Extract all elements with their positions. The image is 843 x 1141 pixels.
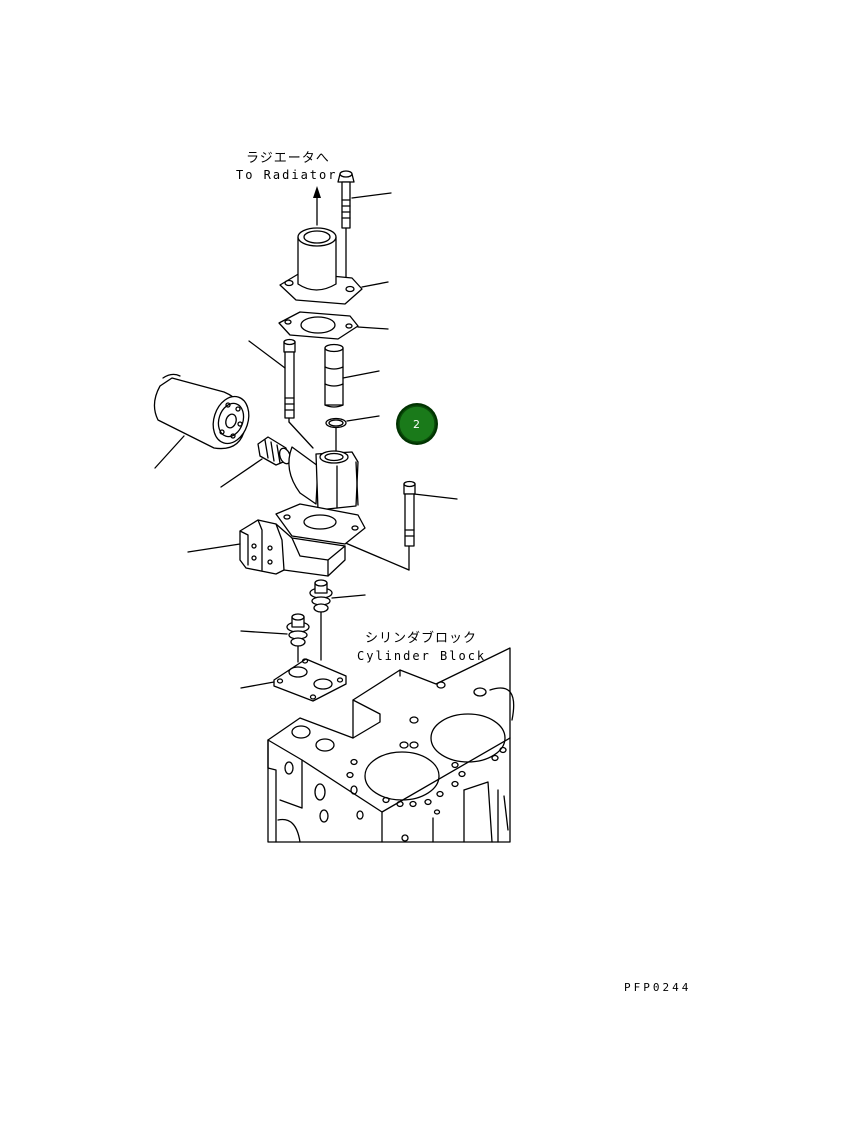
callout-2[interactable]: 2 — [396, 403, 438, 445]
upper-thermostat — [309, 579, 333, 661]
sleeve-pipe — [324, 343, 344, 408]
label-cylinder-jp: シリンダブロック — [365, 630, 477, 646]
top-bolt — [337, 170, 355, 283]
o-ring — [325, 417, 347, 453]
leader-left-bolt — [248, 340, 286, 369]
thermostat-housing — [239, 503, 366, 577]
callout-2-number: 2 — [413, 418, 420, 431]
lower-thermostat — [286, 613, 310, 663]
leader-lower-thermostat — [240, 630, 288, 635]
leader-o-ring — [346, 415, 380, 422]
leader-filter — [154, 435, 185, 469]
cylinder-block — [267, 647, 515, 843]
leader-upper-thermostat — [331, 594, 366, 599]
oil-filter — [153, 373, 250, 450]
leader-lower-gasket — [240, 681, 275, 689]
leader-top-bolt — [351, 192, 392, 199]
label-radiator-en: To Radiator — [236, 168, 337, 182]
left-bolt — [283, 338, 314, 449]
lower-gasket — [273, 658, 347, 702]
drawing-code: PFP0244 — [624, 981, 691, 994]
outlet-gasket — [278, 311, 359, 340]
center-nipple — [257, 436, 292, 466]
right-bolt — [321, 480, 416, 571]
leader-gasket — [357, 326, 389, 330]
label-cylinder-en: Cylinder Block — [357, 649, 486, 663]
flow-arrow — [313, 186, 321, 226]
leader-nipple — [220, 458, 263, 488]
leader-housing — [187, 543, 241, 553]
leader-sleeve — [342, 370, 380, 379]
label-radiator-jp: ラジエータへ — [246, 151, 330, 166]
water-outlet — [279, 227, 363, 305]
leader-outlet — [361, 281, 389, 288]
leader-right-bolt — [413, 493, 458, 500]
filter-head — [288, 446, 359, 511]
